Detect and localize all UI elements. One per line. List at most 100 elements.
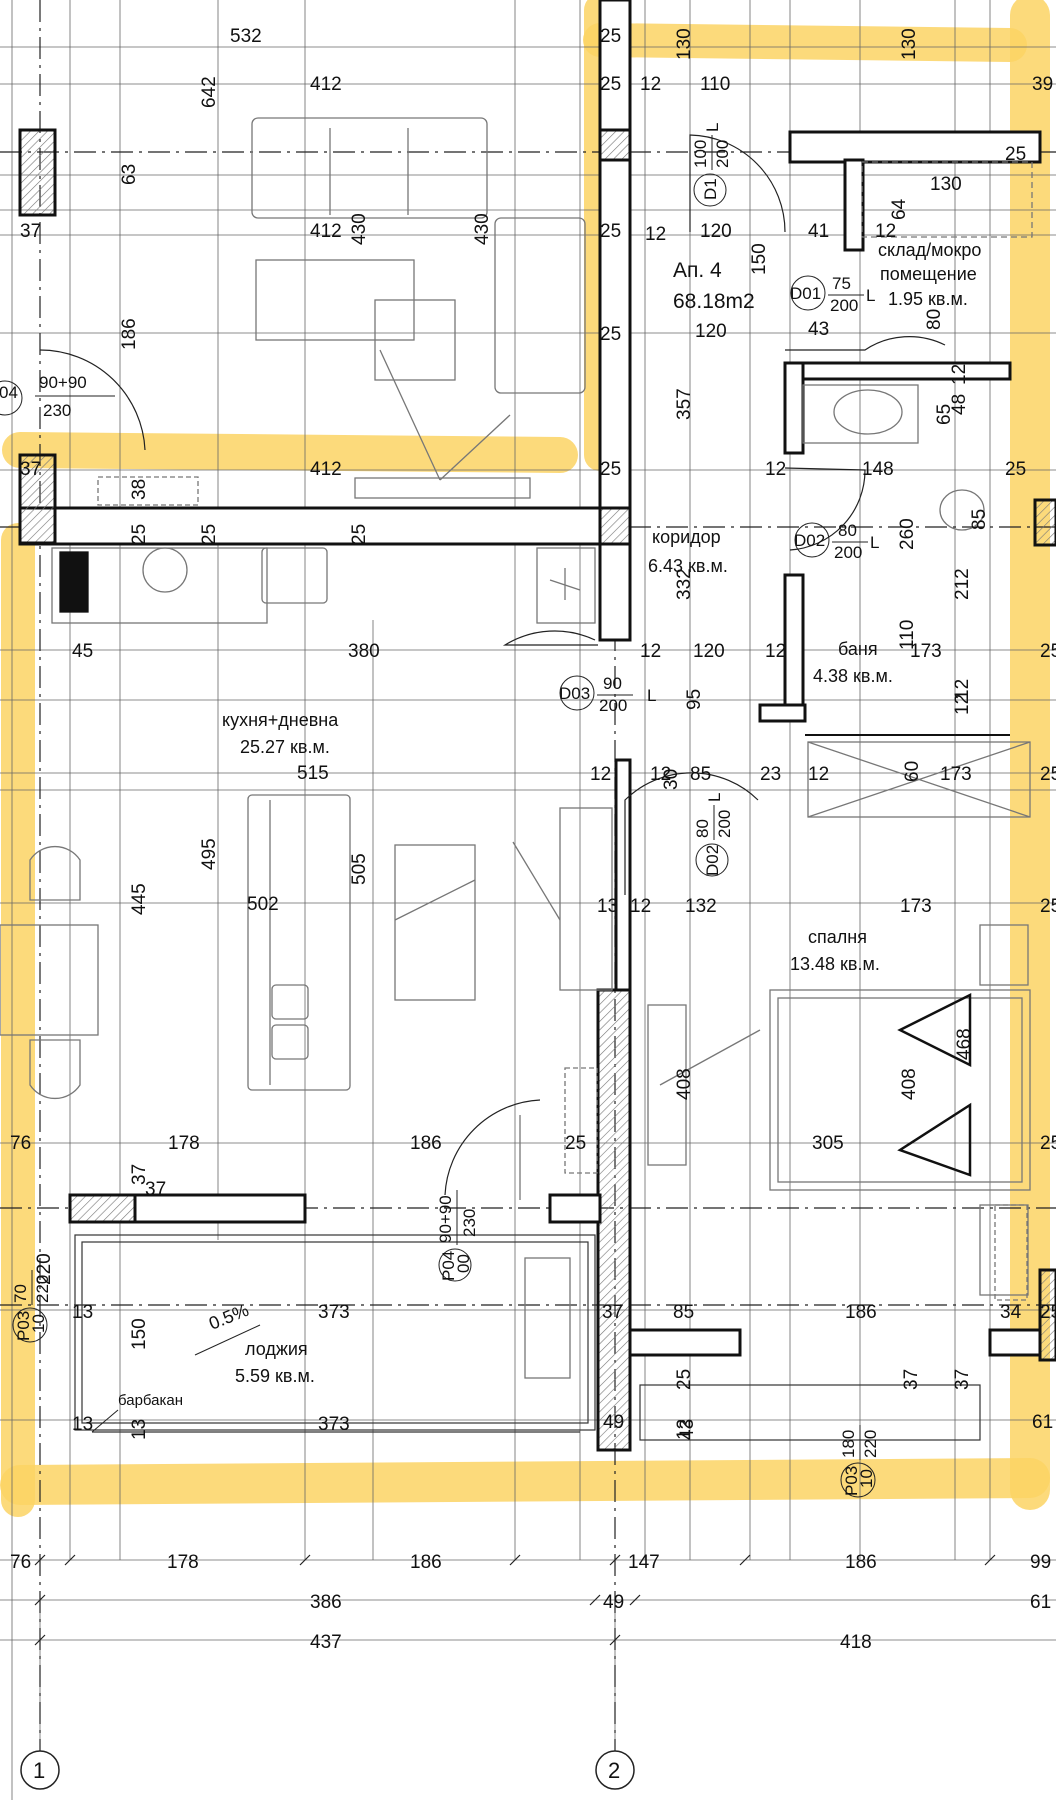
- chain-ticks: [34, 1554, 996, 1646]
- dimension-label: 12: [640, 641, 661, 662]
- dimension-label: 25: [199, 524, 220, 545]
- svg-text:75: 75: [832, 274, 851, 293]
- dimension-label: 25: [349, 524, 370, 545]
- dimension-label: 25: [1040, 641, 1056, 662]
- dimension-label: 412: [310, 74, 342, 95]
- svg-text:180: 180: [839, 1430, 858, 1458]
- svg-text:P03: P03: [14, 1311, 33, 1341]
- svg-text:10: 10: [29, 1314, 48, 1333]
- fridge: [536, 547, 596, 624]
- svg-text:L: L: [866, 286, 875, 305]
- dimension-label: 41: [808, 221, 829, 242]
- dimension-label: 515: [297, 763, 329, 784]
- dimension-label: 49: [603, 1412, 624, 1433]
- cushion-2: [271, 1024, 309, 1060]
- corridor-name: коридор: [652, 527, 721, 547]
- dimension-label: 12: [952, 694, 973, 715]
- svg-text:90: 90: [603, 674, 622, 693]
- swing-P04a: [39, 349, 146, 451]
- door-tag-D03: D03 90 200 L: [559, 674, 656, 715]
- dimension-label: 332: [674, 568, 695, 600]
- dimension-label: 437: [310, 1632, 342, 1653]
- bedside-top: [979, 924, 1029, 986]
- dimension-label: 25: [600, 324, 621, 345]
- axis-1-circle: [20, 1750, 60, 1790]
- svg-text:200: 200: [715, 810, 734, 838]
- wall-central-column: [598, 128, 632, 162]
- svg-text:D01: D01: [790, 284, 821, 303]
- dimension-label: 37: [145, 1179, 166, 1200]
- svg-text:L: L: [703, 123, 722, 132]
- kitchen-living-area: 25.27 кв.м.: [240, 737, 330, 757]
- wall-kitchen-north: [18, 506, 632, 546]
- dimension-label: 120: [695, 321, 727, 342]
- storage-area: 1.95 кв.м.: [888, 289, 968, 309]
- svg-text:100: 100: [691, 140, 710, 168]
- apartment-area: 68.18m2: [673, 290, 755, 313]
- dimension-label: 186: [119, 318, 140, 350]
- svg-text:P04: P04: [439, 1251, 458, 1281]
- cushion-1: [271, 984, 309, 1020]
- dimension-label: 412: [310, 459, 342, 480]
- dimension-label: 38: [129, 479, 150, 500]
- dimension-label: 49: [603, 1592, 624, 1613]
- dimension-label: 61: [1030, 1592, 1051, 1613]
- dimension-label: 148: [862, 459, 894, 480]
- loggia-name: лоджия: [245, 1339, 308, 1359]
- storage-tray: [861, 161, 1033, 238]
- svg-text:70: 70: [11, 1284, 30, 1303]
- wall-bath-south: [758, 703, 807, 723]
- slope-arrow: [194, 1324, 261, 1356]
- dimension-label: 25: [565, 1133, 586, 1154]
- dimension-label: 357: [674, 388, 695, 420]
- furniture: [0, 117, 1033, 1379]
- sink: [261, 547, 328, 604]
- dimension-label: 495: [199, 838, 220, 870]
- highlight-bottom: [0, 1458, 1050, 1505]
- door-tag-P04a: 04 90+90 230: [0, 373, 115, 420]
- sofa-living: [247, 794, 351, 1091]
- bedroom-name: спалня: [808, 927, 867, 947]
- dimension-label: 76: [10, 1133, 31, 1154]
- dimension-label: 373: [318, 1302, 350, 1323]
- loggia-drain: барбакан: [118, 1392, 183, 1409]
- axis-markers: 1 2: [20, 1750, 635, 1790]
- washbasin: [833, 389, 903, 435]
- dimension-label: 430: [472, 213, 493, 245]
- dimension-label: 418: [840, 1632, 872, 1653]
- dimension-label: 25: [1040, 1133, 1056, 1154]
- walls: [18, 0, 1056, 1452]
- svg-text:230: 230: [43, 401, 71, 420]
- svg-text:D02: D02: [703, 845, 722, 876]
- svg-text:04: 04: [0, 383, 18, 402]
- corridor-area: 6.43 кв.м.: [648, 556, 728, 576]
- door-tag-P03b: P03 10 180 220: [839, 1425, 880, 1498]
- dimension-label: 260: [897, 518, 918, 550]
- dimension-label: 43: [808, 319, 829, 340]
- dimension-label: 13: [597, 896, 618, 917]
- dimension-label: 186: [845, 1302, 877, 1323]
- dimension-label: 37: [129, 1164, 150, 1185]
- wall-bedroom-east: [1038, 1268, 1056, 1362]
- bed: [769, 989, 1031, 1191]
- dimension-label: 430: [349, 213, 370, 245]
- wall-living-south-right: [548, 1193, 602, 1224]
- radiator-loggia: [524, 1257, 571, 1379]
- axis-2-circle: [595, 1750, 635, 1790]
- dimension-label: 45: [72, 641, 93, 662]
- radiator-1: [97, 476, 199, 506]
- kitchen-living-name: кухня+дневна: [222, 710, 339, 730]
- dimension-label: 186: [845, 1552, 877, 1573]
- highlight-mid-horizontal: [2, 432, 578, 473]
- dimension-label: 130: [930, 174, 962, 195]
- dimension-label: 37: [20, 459, 41, 480]
- dimension-label: 25: [129, 524, 150, 545]
- svg-text:00: 00: [454, 1254, 473, 1273]
- dimension-label: 12: [630, 896, 651, 917]
- dimension-label: 408: [674, 1068, 695, 1100]
- shower: [807, 741, 1031, 818]
- dimension-label: 173: [910, 641, 942, 662]
- coffee-table-top: [374, 299, 456, 381]
- svg-text:200: 200: [713, 140, 732, 168]
